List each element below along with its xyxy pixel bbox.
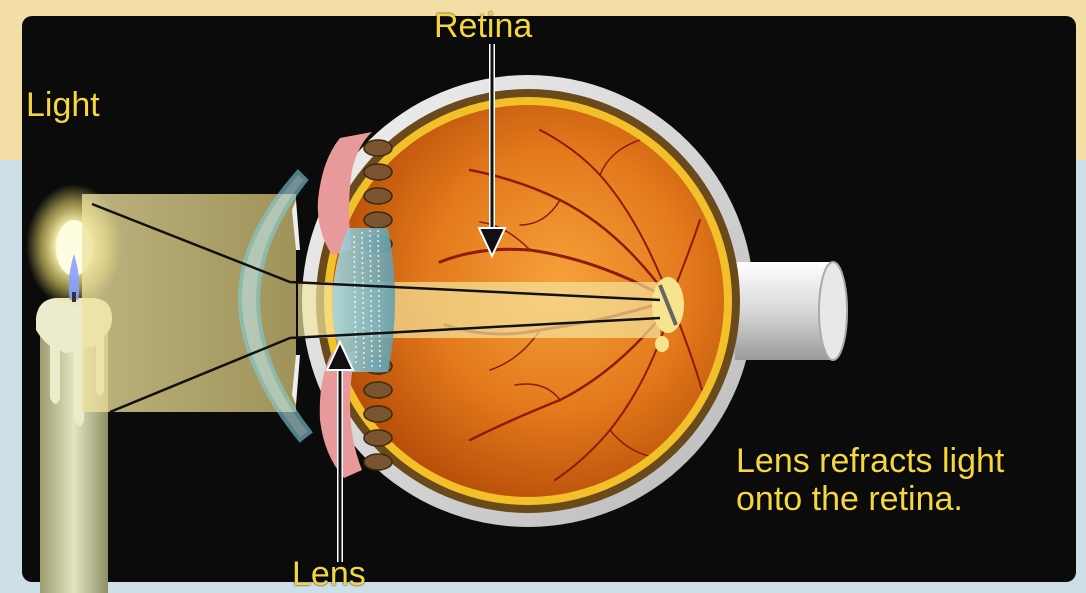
caption: Lens refracts light onto the retina. [736,442,1004,518]
label-light: Light [26,86,100,124]
caption-line-2: onto the retina. [736,480,1004,518]
label-retina: Retina [434,7,532,45]
caption-line-1: Lens refracts light [736,442,1004,480]
optic-nerve [735,262,847,360]
label-lens: Lens [292,555,366,593]
